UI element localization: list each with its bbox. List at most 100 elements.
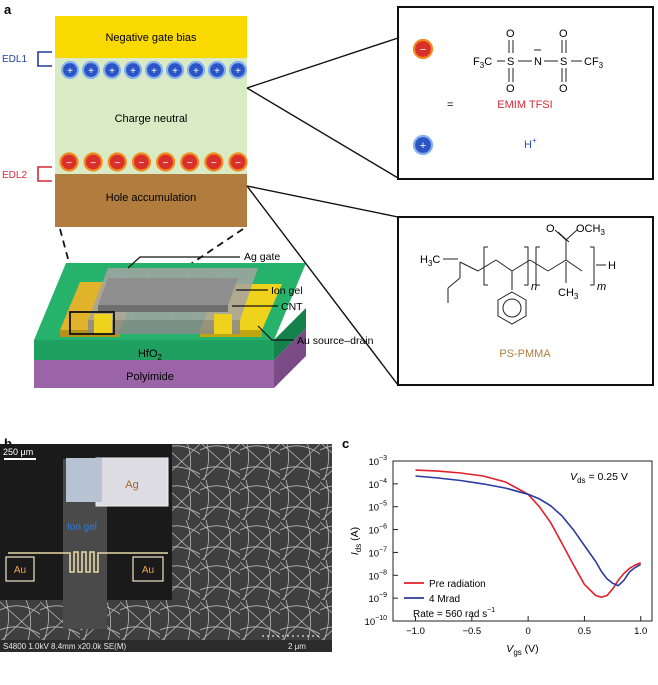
cation-ion — [207, 60, 227, 80]
y-axis-label: Ids (A) — [349, 527, 363, 555]
anion-sign: − — [420, 44, 426, 56]
x-tick-label: 1.0 — [634, 626, 647, 637]
x-tick-label: −1.0 — [406, 626, 425, 637]
bond-n — [565, 229, 578, 241]
contact-strip-left — [94, 314, 112, 334]
cation-ion-sign: + — [214, 66, 220, 77]
rate-annotation: Rate = 560 rad s−1 — [413, 607, 495, 620]
bond-j — [529, 259, 549, 272]
carbonyl-o: O — [546, 223, 555, 235]
x-axis-label: Vgs (V) — [506, 643, 538, 657]
x-tick-label: 0 — [525, 626, 530, 637]
cation-ion — [165, 60, 185, 80]
bond-f — [477, 259, 497, 272]
end-h: H — [608, 260, 616, 272]
y-tick-label: 10−4 — [368, 478, 387, 491]
h-plus-label: H+ — [524, 136, 537, 151]
anion-ion-sign: − — [211, 158, 217, 169]
ion-gel-inset-label: Ion gel — [67, 522, 97, 533]
ion-gel-label: Ion gel — [271, 285, 303, 297]
ag-gate-edge — [98, 305, 228, 312]
cation-ion — [81, 60, 101, 80]
edl1-bracket — [37, 51, 52, 67]
anion-symbol — [412, 38, 434, 60]
vds-annotation: Vds = 0.25 V — [570, 471, 628, 485]
cation-ion-sign: + — [151, 66, 157, 77]
cation-ion-sign: + — [88, 66, 94, 77]
cation-ion — [123, 60, 143, 80]
anion-ion — [59, 152, 79, 172]
legend-label: 4 Mrad — [429, 594, 460, 605]
cation-ion-sign: + — [67, 66, 73, 77]
ch3-text: CH3 — [558, 287, 579, 301]
charge-neutral-label: Charge neutral — [115, 113, 188, 125]
s-left: S — [507, 56, 514, 68]
y-tick-label: 10−8 — [368, 569, 387, 582]
n-atom: N — [534, 56, 542, 68]
hfo2-front — [34, 340, 274, 360]
anion-ion-sign: − — [235, 158, 241, 169]
legend-label: Pre radiation — [429, 579, 486, 590]
ion-gel-edge — [88, 320, 240, 334]
y-tick-label: 10−6 — [368, 524, 387, 537]
transfer-curve-chart: 10−1010−910−810−710−610−510−410−3−1.0−0.… — [349, 455, 653, 657]
cation-ion — [144, 60, 164, 80]
anion-ion-sign: − — [163, 158, 169, 169]
polyimide-side — [274, 328, 306, 388]
callout-top-2 — [246, 87, 399, 179]
tfsi-structure: F3C S O O N S O O CF3 — [473, 28, 604, 95]
edl1-label: EDL1 — [2, 54, 27, 65]
cation-symbol — [412, 134, 434, 156]
x-tick-label: 0.5 — [578, 626, 591, 637]
cation-ion-sign: + — [109, 66, 115, 77]
au-pad-left-inset — [5, 556, 35, 582]
anion-ion — [204, 152, 224, 172]
bond-d — [447, 277, 461, 289]
bond-k — [547, 259, 567, 272]
bond-h — [511, 259, 531, 272]
callout-top-1 — [246, 37, 399, 89]
o-bottom-left: O — [506, 83, 515, 95]
ag-gate-top — [98, 278, 238, 305]
anion-ion — [107, 152, 127, 172]
emim-tfsi-label: EMIM TFSI — [497, 99, 552, 111]
callout-bottom-2 — [246, 185, 399, 386]
o-bottom-right: O — [559, 83, 568, 95]
cation-ion-sign: + — [130, 66, 136, 77]
y-tick-label: 10−7 — [368, 546, 387, 559]
panel-c-label: c — [342, 436, 349, 451]
plot-frame — [392, 460, 653, 622]
ag-label: Ag — [125, 479, 138, 491]
ps-pmma-structure — [443, 229, 606, 325]
hfo2-side — [274, 308, 306, 360]
bracket-n-right — [524, 246, 529, 286]
ps-pmma-label: PS-PMMA — [499, 348, 551, 360]
au-pad-right-inset — [132, 556, 164, 582]
anion-ion-sign: − — [139, 158, 145, 169]
negative-gate-layer — [55, 16, 247, 58]
series-line-4-mrad — [415, 475, 642, 587]
equals-sign: = — [447, 99, 453, 111]
au-right-label: Au — [142, 565, 154, 576]
ions-box — [397, 6, 654, 180]
subscript-m: m — [597, 281, 606, 293]
au-left-label: Au — [14, 565, 26, 576]
ag-pad — [95, 457, 169, 507]
hole-accumulation-label: Hole accumulation — [106, 192, 197, 204]
cation-ion-sign: + — [172, 66, 178, 77]
au-source-drain-label: Au source–drain — [297, 335, 374, 347]
cation-ion — [228, 60, 248, 80]
anion-ion — [228, 152, 248, 172]
phenyl-ring — [497, 291, 527, 325]
series-line-pre-radiation — [415, 469, 642, 599]
anion-ion-sign: − — [114, 158, 120, 169]
device-3d — [34, 263, 306, 388]
zoom-box — [69, 311, 115, 335]
bracket-n-left — [483, 246, 488, 286]
negative-gate-label: Negative gate bias — [105, 32, 197, 44]
ag-gate-leader — [127, 256, 240, 269]
cnt-label: CNT — [281, 301, 303, 313]
cation-row: +++++++++ — [60, 60, 248, 80]
bond-l — [565, 259, 583, 272]
